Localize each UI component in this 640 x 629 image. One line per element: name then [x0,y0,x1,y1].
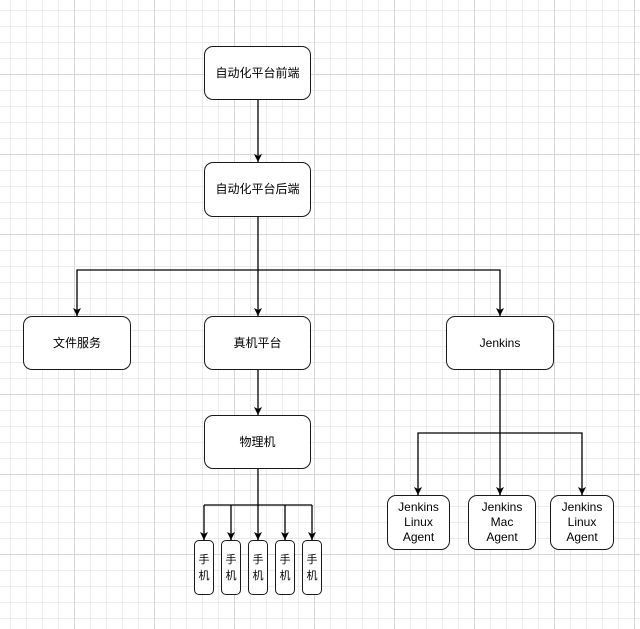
node-phone-1[interactable]: 手 机 [194,540,214,595]
node-jenkins[interactable]: Jenkins [446,316,554,370]
edge-backend-to-file-service [73,217,259,316]
node-device-platform[interactable]: 真机平台 [204,316,311,370]
node-physical-machine[interactable]: 物理机 [204,415,311,469]
node-file-service[interactable]: 文件服务 [23,316,131,370]
node-jenkins-linux-agent-2[interactable]: Jenkins Linux Agent [550,495,614,550]
node-phone-5[interactable]: 手 机 [302,540,322,595]
node-jenkins-mac-agent[interactable]: Jenkins Mac Agent [468,495,536,550]
node-frontend[interactable]: 自动化平台前端 [204,46,311,100]
edge-jenkins-to-agents [417,370,583,495]
node-phone-4[interactable]: 手 机 [275,540,295,595]
node-backend[interactable]: 自动化平台后端 [204,162,311,217]
edge-backend-to-jenkins [258,269,504,316]
node-phone-3[interactable]: 手 机 [248,540,268,595]
node-jenkins-linux-agent-1[interactable]: Jenkins Linux Agent [387,495,450,550]
edge-physical-machine-to-phones [203,469,313,540]
node-phone-2[interactable]: 手 机 [221,540,241,595]
